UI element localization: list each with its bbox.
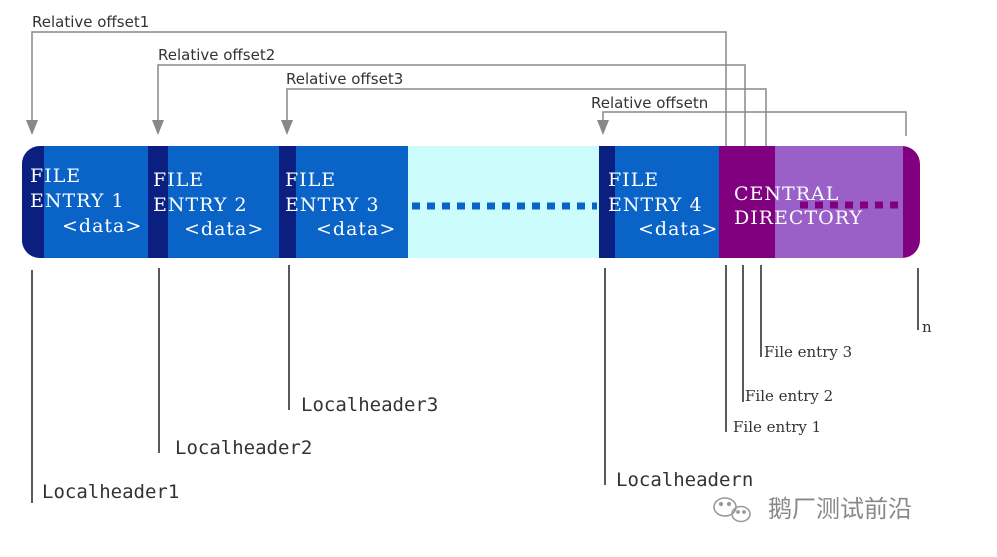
- offset1-arrowhead: [26, 120, 38, 135]
- entry3-line1: FILE: [285, 169, 336, 191]
- offsetn-arrowhead: [597, 120, 609, 135]
- ellipsis-gap-block: [408, 146, 599, 258]
- entry3-data: <data>: [316, 218, 396, 240]
- entry1-line1: FILE: [30, 165, 81, 187]
- entry4-line2: ENTRY 4: [608, 194, 703, 216]
- dir-entry3-label: File entry 3: [764, 343, 852, 361]
- offset2-arrowhead: [152, 120, 164, 135]
- file-entries-block: [22, 146, 408, 258]
- offset2-connector: [157, 64, 746, 146]
- offset-connectors: [31, 31, 907, 146]
- watermark-text: 鹅厂测试前沿: [768, 495, 912, 523]
- entry4-data: <data>: [638, 218, 718, 240]
- localheader2-label: Localheader2: [175, 437, 312, 459]
- central-directory-end-block: [903, 146, 920, 258]
- entry3-line2: ENTRY 3: [285, 194, 380, 216]
- entry4-line1: FILE: [608, 169, 659, 191]
- offset3-label: Relative offset3: [286, 70, 403, 88]
- archive-bar: [22, 146, 920, 258]
- offset-arrowheads: [26, 120, 609, 135]
- offsetn-label: Relative offsetn: [591, 94, 708, 112]
- entry2-data: <data>: [184, 218, 264, 240]
- dir-entry1-label: File entry 1: [733, 418, 821, 436]
- wechat-logo-icon: [713, 497, 751, 523]
- localheader3-label: Localheader3: [301, 394, 438, 416]
- localheadern-label: Localheadern: [616, 469, 753, 491]
- offset2-label: Relative offset2: [158, 46, 275, 64]
- entry1-data: <data>: [62, 215, 142, 237]
- local-header-2-block: [148, 146, 168, 258]
- localheader1-label: Localheader1: [42, 481, 179, 503]
- local-header-n-block: [599, 146, 615, 258]
- offsetn-connector: [602, 111, 907, 136]
- offset3-arrowhead: [281, 120, 293, 135]
- entry2-line2: ENTRY 2: [153, 194, 248, 216]
- dir-entryn-label: n: [922, 318, 932, 336]
- offset3-connector: [286, 88, 767, 146]
- offset1-label: Relative offset1: [32, 13, 149, 31]
- central-directory-dark-block: [719, 146, 775, 258]
- local-header-1-block: [22, 146, 44, 258]
- local-header-3-block: [279, 146, 296, 258]
- entry1-line2: ENTRY 1: [30, 190, 125, 212]
- central-line2: DIRECTORY: [734, 207, 863, 229]
- dir-entry2-label: File entry 2: [745, 387, 833, 405]
- header-leader-lines: [31, 265, 919, 503]
- file-entry-4-block: [615, 146, 719, 258]
- central-line1: CENTRAL: [734, 183, 839, 205]
- entry2-line1: FILE: [153, 169, 204, 191]
